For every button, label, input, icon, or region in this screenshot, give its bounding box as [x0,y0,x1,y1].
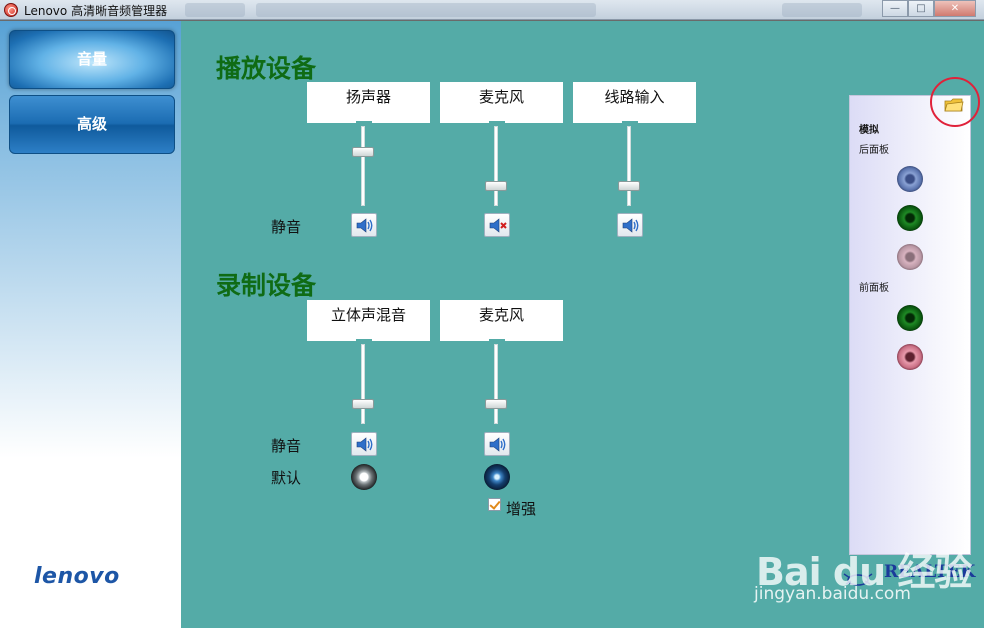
stereomix-volume-slider[interactable] [361,344,365,424]
sidebar-item-volume[interactable]: 音量 [9,30,175,89]
speaker-icon [356,437,373,452]
front-jack-pink[interactable] [897,344,923,370]
playback-device-linein-label: 线路输入 [573,82,696,127]
stereomix-volume-thumb[interactable] [352,398,374,409]
speaker-muted-icon [489,218,507,233]
speaker-mute-button[interactable] [351,213,377,237]
realtek-app-icon [4,3,18,17]
rear-jack-green[interactable] [897,205,923,231]
speaker-icon [356,218,373,233]
speaker-icon [622,218,639,233]
playback-mute-label: 静音 [271,218,302,236]
stereomix-default-radio[interactable] [351,464,377,490]
volume-panel: 播放设备 扬声器 麦克风 线路输入 静音 [181,21,984,628]
recording-mic-volume-thumb[interactable] [485,398,507,409]
recording-device-mic-label: 麦克风 [440,300,563,345]
stereomix-mute-button[interactable] [351,432,377,456]
mic-default-radio[interactable] [484,464,510,490]
linein-volume-slider[interactable] [627,126,631,206]
rear-panel-heading: 后面板 [859,145,889,156]
recording-mute-label: 静音 [271,437,302,455]
front-jack-green[interactable] [897,305,923,331]
speaker-volume-thumb[interactable] [352,147,374,157]
title-bar[interactable]: Lenovo 高清晰音频管理器 — □ ✕ [0,0,984,20]
playback-mic-volume-slider[interactable] [494,126,498,206]
speaker-volume-slider[interactable] [361,126,365,206]
highlight-circle [930,77,980,127]
baidu-watermark-url: jingyan.baidu.com [754,584,911,604]
lenovo-logo: lenovo [34,564,120,589]
speaker-icon [489,437,506,452]
recording-mic-mute-button[interactable] [484,432,510,456]
baidu-watermark: Bai du 经验 [756,550,972,594]
background-window-ghost [256,3,596,17]
rear-jack-pink[interactable] [897,244,923,270]
recording-mic-volume-slider[interactable] [494,344,498,424]
default-device-label: 默认 [271,469,302,487]
playback-device-speaker-label: 扬声器 [307,82,430,127]
maximize-button[interactable]: □ [908,0,934,17]
minimize-button[interactable]: — [882,0,908,17]
boost-checkbox[interactable] [488,498,501,511]
background-window-ghost [782,3,862,17]
playback-device-mic-label: 麦克风 [440,82,563,127]
linein-mute-button[interactable] [617,213,643,237]
front-panel-heading: 前面板 [859,283,889,294]
sidebar-item-advanced[interactable]: 高级 [9,95,175,154]
jack-panel: 模拟 后面板 前面板 [849,95,971,555]
background-window-ghost [185,3,245,17]
realtek-logo: REALTEK [884,562,976,582]
close-button[interactable]: ✕ [934,0,976,17]
recording-device-stereomix-label: 立体声混音 [307,300,430,345]
sidebar: 音量 高级 lenovo [0,21,181,628]
realtek-crab-icon [843,573,873,586]
playback-mic-volume-thumb[interactable] [485,180,507,191]
window-title: Lenovo 高清晰音频管理器 [24,4,168,18]
playback-section-title: 播放设备 [216,54,317,83]
linein-volume-thumb[interactable] [618,180,640,191]
boost-label: 增强 [506,500,537,518]
analog-heading: 模拟 [859,125,879,136]
playback-mic-mute-button[interactable] [484,213,510,237]
rear-jack-blue[interactable] [897,166,923,192]
recording-section-title: 录制设备 [216,271,317,300]
